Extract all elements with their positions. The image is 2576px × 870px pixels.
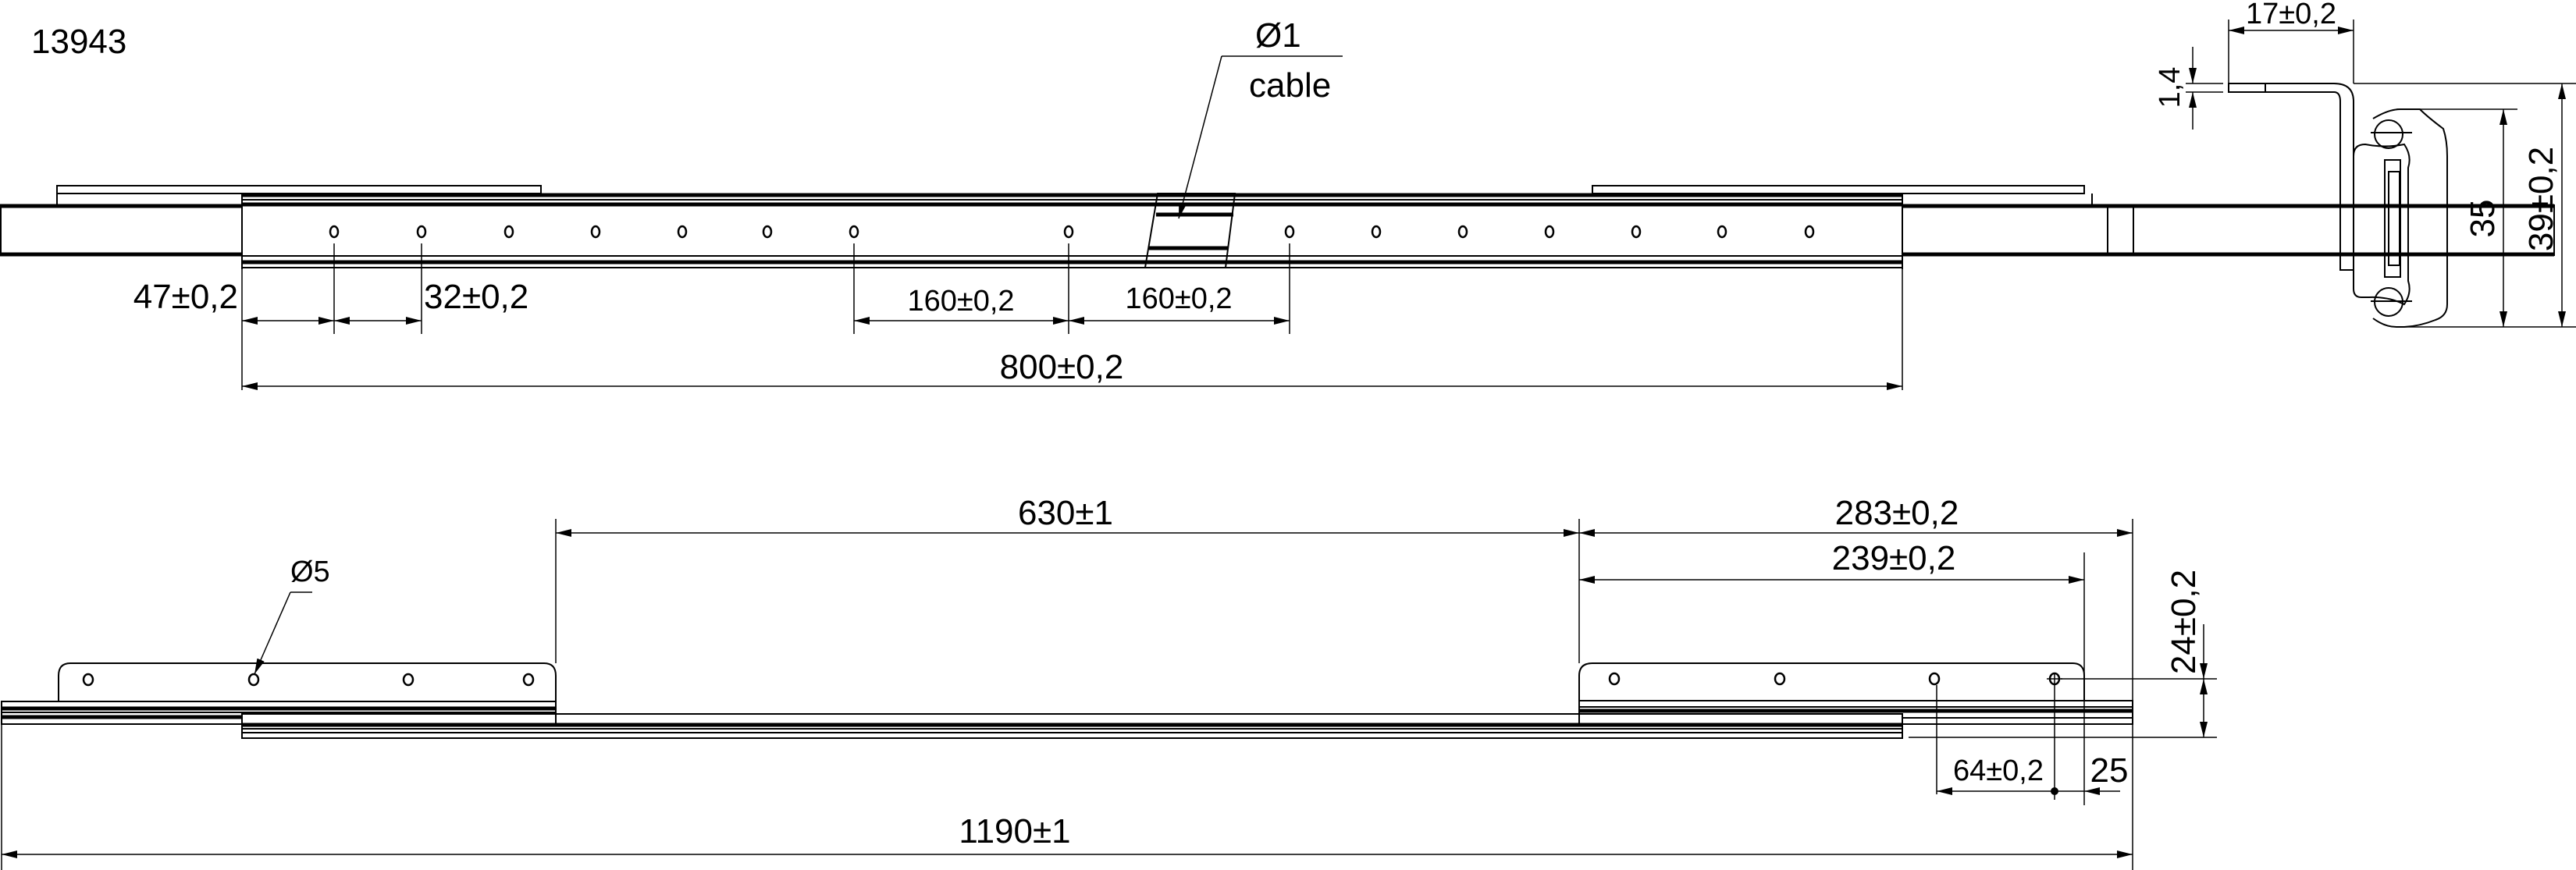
dim-gap: 630±1 — [1018, 494, 1113, 532]
dim-first-hole: 47±0,2 — [133, 278, 238, 316]
dim-total-height: 39±0,2 — [2522, 147, 2560, 251]
side-view: 17±0,2 1,4 35 39±0,2 — [2107, 0, 2576, 328]
dim-hole-height: 24±0,2 — [2165, 570, 2203, 674]
dim-hole-pitch: 32±0,2 — [424, 278, 528, 316]
left-mounting-plate — [56, 185, 542, 194]
left-bracket — [58, 662, 557, 701]
outer-rail-left — [1, 701, 557, 725]
inner-profile — [2353, 143, 2411, 306]
cable-label: cable — [1249, 66, 1331, 105]
dim-length: 800±0,2 — [1000, 348, 1124, 386]
hole-diameter-label: Ø5 — [290, 556, 330, 588]
top-dimensions: 47±0,2 32±0,2 160±0,2 160±0,2 800±0,2 — [133, 243, 1903, 390]
dim-bracket: 239±0,2 — [1832, 539, 1956, 577]
dim-bracket-outer: 283±0,2 — [1835, 494, 1959, 532]
rail-holes — [329, 225, 1815, 239]
dim-middle-right: 160±0,2 — [1125, 282, 1232, 315]
dim-middle-left: 160±0,2 — [907, 285, 1014, 318]
dim-width: 17±0,2 — [2246, 0, 2336, 30]
bracket-holes — [82, 672, 2062, 687]
right-bracket — [1578, 662, 2085, 701]
part-number: 13943 — [31, 23, 126, 61]
dim-profile-height: 35 — [2464, 200, 2502, 238]
cable-diameter-label: Ø1 — [1255, 16, 1301, 55]
top-view: Ø1 cable 47±0,2 32±0,2 160±0,2 160±0,2 8… — [0, 16, 2555, 390]
outer-rail-right — [1578, 700, 2133, 725]
cable-callout: Ø1 cable — [1178, 16, 1343, 219]
left-outer-rail — [0, 194, 242, 257]
inner-rail — [241, 713, 1903, 739]
l-bracket — [2228, 83, 2354, 271]
dim-thickness: 1,4 — [2154, 67, 2186, 108]
ball-bearing-top — [2374, 119, 2403, 149]
dim-hole-spacing: 64±0,2 — [1953, 755, 2044, 787]
dim-total-length: 1190±1 — [959, 812, 1070, 850]
cable-tube — [1144, 193, 1236, 268]
dim-end-offset: 25 — [2090, 751, 2129, 790]
bottom-view: Ø5 630±1 283±0,2 239±0,2 24±0,2 64±0,2 2… — [1, 494, 2217, 870]
right-outer-rail — [1902, 194, 2555, 257]
main-rail — [241, 193, 1903, 269]
right-mounting-plate — [1592, 185, 2085, 194]
